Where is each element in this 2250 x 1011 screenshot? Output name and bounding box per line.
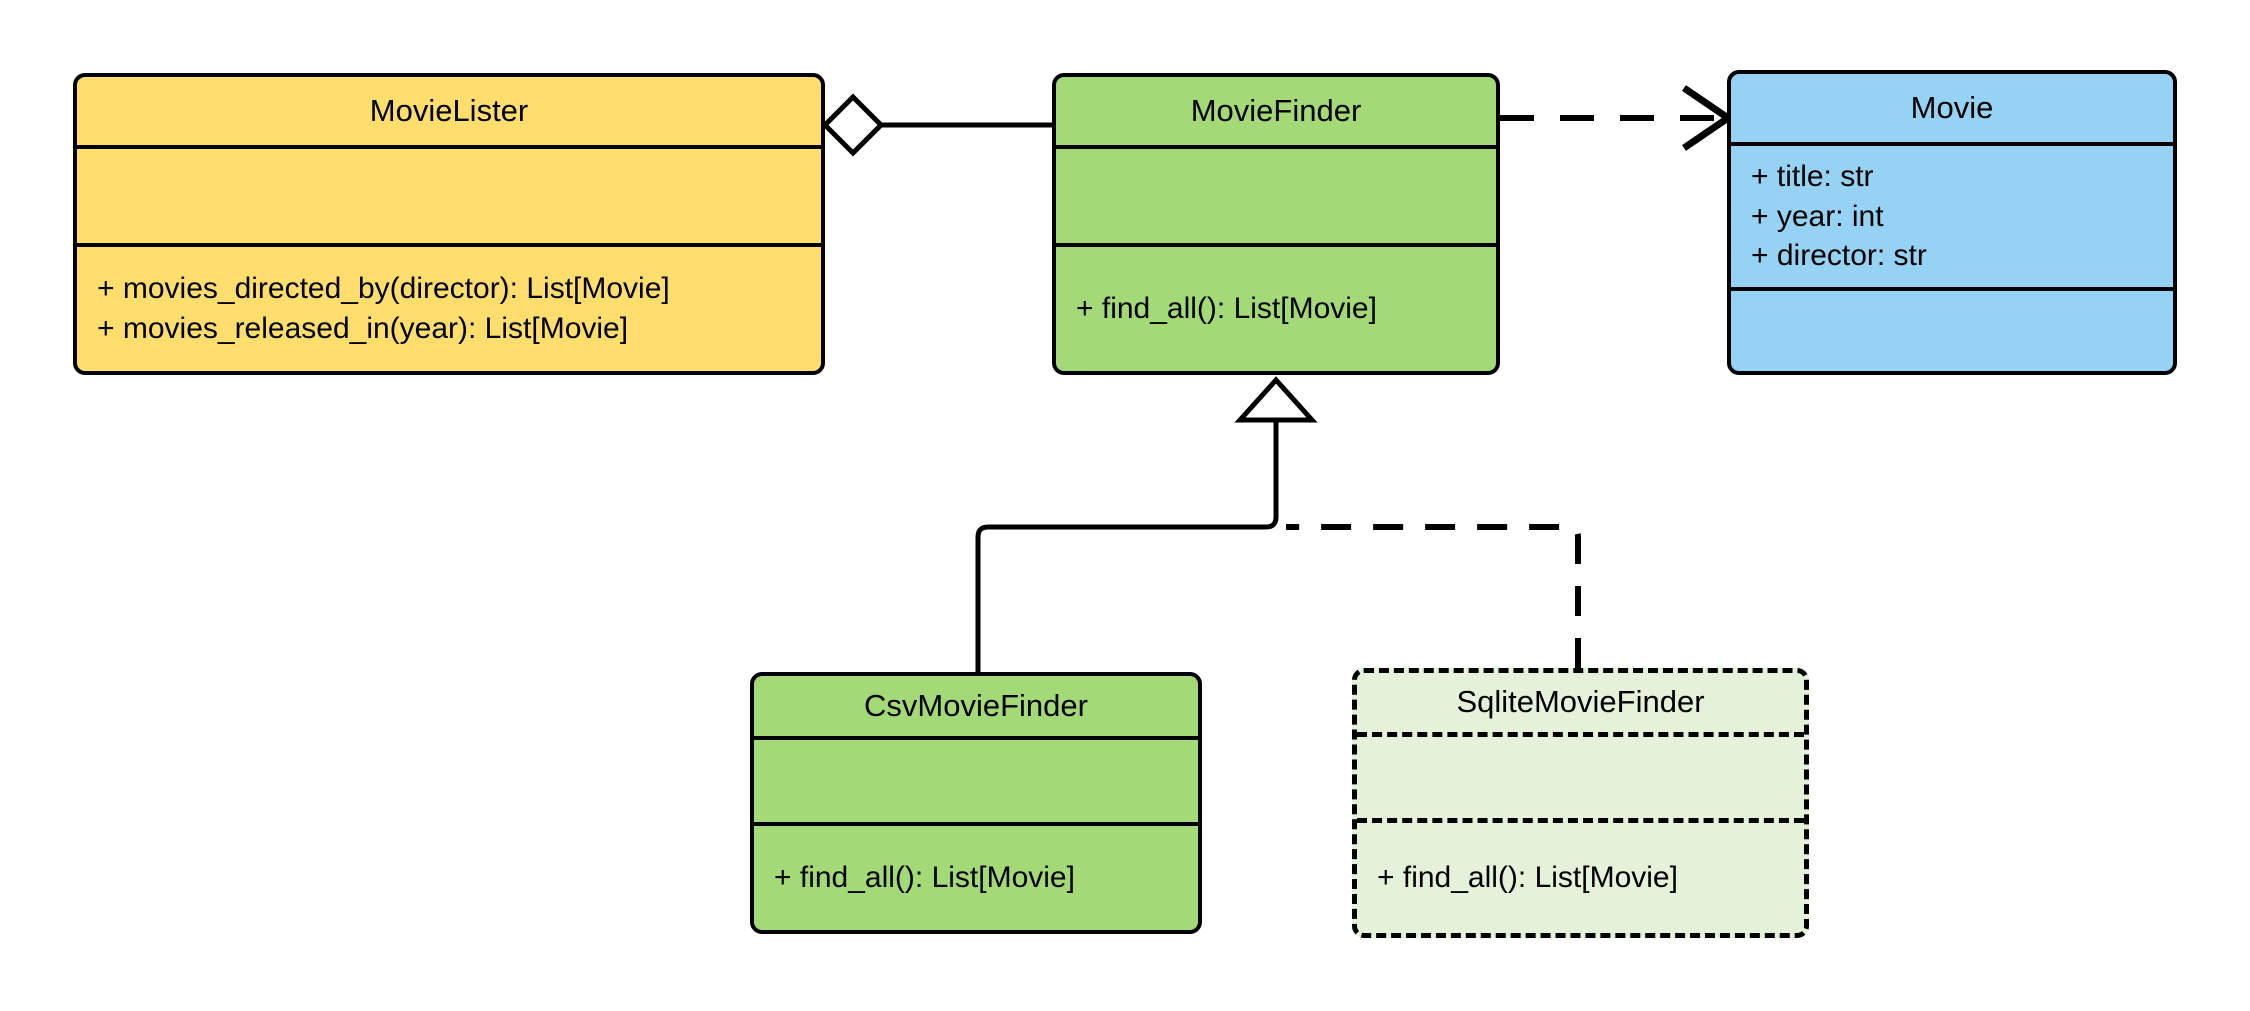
class-name-compartment: SqliteMovieFinder bbox=[1357, 673, 1804, 737]
operation-item: + find_all(): List[Movie] bbox=[774, 861, 1075, 895]
class-operations-compartment: + find_all(): List[Movie] bbox=[1056, 247, 1496, 371]
class-attributes-compartment bbox=[77, 149, 821, 247]
class-attributes-compartment bbox=[1056, 149, 1496, 247]
operation-item: + find_all(): List[Movie] bbox=[1377, 861, 1678, 895]
class-attributes-compartment: + title: str + year: int + director: str bbox=[1731, 146, 2173, 291]
hollow-triangle-marker bbox=[1234, 376, 1318, 423]
class-name-compartment: Movie bbox=[1731, 74, 2173, 146]
operation-item: + movies_directed_by(director): List[Mov… bbox=[97, 272, 670, 306]
class-name-label: MovieFinder bbox=[1190, 92, 1362, 128]
operation-item: + find_all(): List[Movie] bbox=[1076, 292, 1377, 326]
relationship-csv-finder-generalization bbox=[975, 376, 1318, 672]
class-operations-compartment: + find_all(): List[Movie] bbox=[754, 826, 1198, 930]
attribute-item: + director: str bbox=[1751, 239, 1927, 273]
class-operations-compartment bbox=[1731, 291, 2173, 371]
class-name-compartment: MovieFinder bbox=[1056, 77, 1496, 149]
generalization-line-sqlite bbox=[1286, 524, 1581, 668]
relationship-sqlite-finder-generalization bbox=[1286, 524, 1581, 668]
class-name-label: Movie bbox=[1910, 89, 1994, 125]
attribute-item: + title: str bbox=[1751, 160, 1874, 194]
class-attributes-compartment bbox=[754, 740, 1198, 826]
class-attributes-compartment bbox=[1357, 737, 1804, 823]
class-name-compartment: CsvMovieFinder bbox=[754, 676, 1198, 740]
class-operations-compartment: + movies_directed_by(director): List[Mov… bbox=[77, 247, 821, 371]
open-arrow-marker bbox=[1682, 85, 1735, 151]
class-name-label: CsvMovieFinder bbox=[864, 687, 1088, 723]
generalization-line-csv bbox=[975, 418, 1279, 672]
hollow-diamond-marker bbox=[821, 93, 885, 157]
class-box-movie[interactable]: Movie + title: str + year: int + directo… bbox=[1727, 70, 2177, 375]
relationship-lister-finder-aggregation bbox=[821, 93, 1052, 157]
class-box-movie-lister[interactable]: MovieLister + movies_directed_by(directo… bbox=[73, 73, 825, 375]
class-box-sqlite-movie-finder[interactable]: SqliteMovieFinder + find_all(): List[Mov… bbox=[1352, 668, 1809, 938]
class-box-movie-finder[interactable]: MovieFinder + find_all(): List[Movie] bbox=[1052, 73, 1500, 375]
relationship-finder-movie-dependency bbox=[1500, 85, 1735, 151]
class-operations-compartment: + find_all(): List[Movie] bbox=[1357, 823, 1804, 933]
class-name-label: SqliteMovieFinder bbox=[1456, 684, 1705, 720]
attribute-item: + year: int bbox=[1751, 199, 1884, 233]
class-box-csv-movie-finder[interactable]: CsvMovieFinder + find_all(): List[Movie] bbox=[750, 672, 1202, 934]
class-name-label: MovieLister bbox=[369, 92, 529, 128]
operation-item: + movies_released_in(year): List[Movie] bbox=[97, 312, 629, 345]
class-name-compartment: MovieLister bbox=[77, 77, 821, 149]
